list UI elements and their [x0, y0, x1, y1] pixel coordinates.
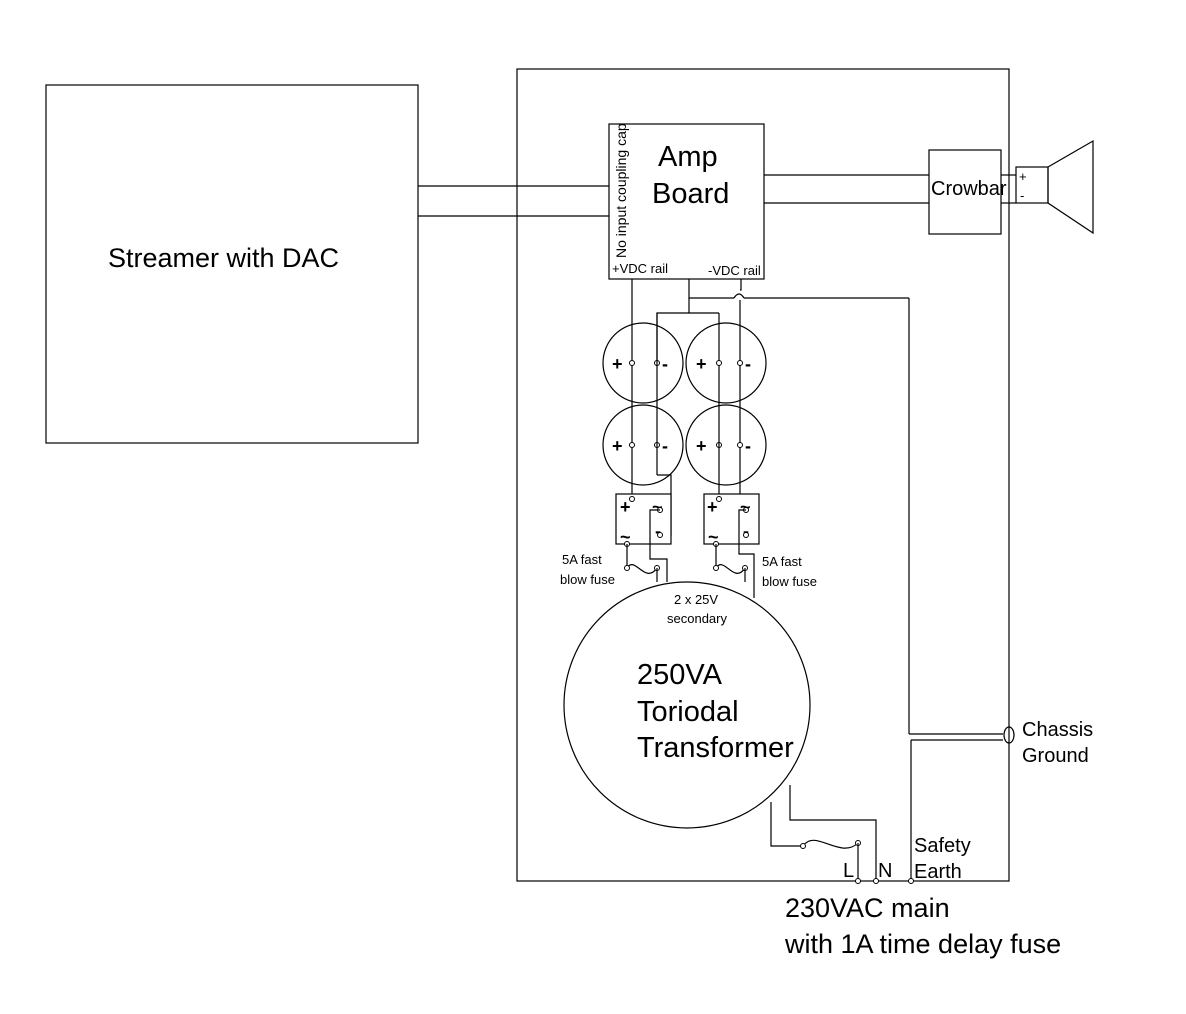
- speaker-plus-label: +: [1019, 169, 1027, 184]
- streamer-block: Streamer with DAC: [45, 84, 419, 444]
- mains-label-2: with 1A time delay fuse: [784, 929, 1061, 959]
- secondary-wiring: [624, 509, 755, 598]
- streamer-label: Streamer with DAC: [108, 243, 339, 273]
- rect-left-ac1: ~: [652, 497, 663, 517]
- neg-vdc-rail-label: -VDC rail: [708, 263, 761, 278]
- cap4-plus: +: [696, 436, 707, 456]
- safety-earth-label-2: Earth: [914, 861, 962, 883]
- amp-board: Amp Board No input coupling cap +VDC rai…: [608, 123, 765, 280]
- capacitor-2: [685, 322, 767, 404]
- amp-board-label-line2: Board: [652, 178, 729, 210]
- neutral-label: N: [878, 860, 892, 882]
- chassis-enclosure: [516, 68, 1010, 882]
- rect-right-ac1: ~: [740, 497, 751, 517]
- rect-right-plus: +: [707, 497, 718, 517]
- capacitor-1: [602, 322, 684, 404]
- rect-left-plus: +: [620, 497, 631, 517]
- fuse-left-label-2: blow fuse: [560, 572, 615, 587]
- cap4-minus: -: [745, 436, 751, 456]
- mains-label-1: 230VAC main: [785, 893, 950, 923]
- transformer-label-1: 250VA: [637, 659, 723, 691]
- secondary-label-1: 2 x 25V: [674, 592, 718, 607]
- safety-earth-label-1: Safety: [914, 835, 971, 857]
- rect-right-minus: -: [743, 521, 749, 541]
- rect-right-ac2: ~: [708, 527, 719, 547]
- fuse-left-icon: [626, 564, 658, 574]
- crowbar-label: Crowbar: [931, 178, 1007, 200]
- speaker-minus-label: -: [1020, 188, 1024, 203]
- signal-cable: [418, 185, 610, 217]
- rectifier-left: + ~ ~ -: [615, 493, 672, 547]
- chassis-ground-terminal: Chassis Ground: [1003, 719, 1093, 767]
- live-label: L: [843, 860, 854, 882]
- rectifier-right: + ~ ~ -: [703, 493, 760, 547]
- toroidal-transformer: 2 x 25V secondary 250VA Toriodal Transfo…: [563, 581, 811, 829]
- cap3-plus: +: [612, 436, 623, 456]
- fuse-right-icon: [715, 564, 746, 574]
- speaker-icon: + -: [1015, 139, 1094, 235]
- cap1-plus: +: [612, 354, 623, 374]
- capacitor-3: [602, 404, 684, 486]
- mains-wiring: [770, 739, 1003, 884]
- mains-fuse-icon: [802, 839, 859, 849]
- no-input-coupling-cap-label: No input coupling cap: [613, 123, 629, 258]
- cap3-minus: -: [662, 436, 668, 456]
- power-rail-wiring: [631, 279, 1003, 735]
- fuse-right-label-1: 5A fast: [762, 554, 802, 569]
- amp-board-label-line1: Amp: [658, 141, 718, 173]
- rect-left-minus: -: [655, 521, 661, 541]
- cap2-plus: +: [696, 354, 707, 374]
- chassis-label-1: Chassis: [1022, 719, 1093, 741]
- transformer-label-3: Transformer: [637, 732, 794, 764]
- pos-vdc-rail-label: +VDC rail: [612, 261, 668, 276]
- cap2-minus: -: [745, 354, 751, 374]
- transformer-label-2: Toriodal: [637, 696, 739, 728]
- fuse-right-label-2: blow fuse: [762, 574, 817, 589]
- capacitor-4: [685, 404, 767, 486]
- secondary-label-2: secondary: [667, 611, 727, 626]
- rect-left-ac2: ~: [620, 527, 631, 547]
- cap1-minus: -: [662, 354, 668, 374]
- chassis-label-2: Ground: [1022, 745, 1089, 767]
- crowbar-block: Crowbar: [928, 149, 1007, 235]
- fuse-left-label-1: 5A fast: [562, 552, 602, 567]
